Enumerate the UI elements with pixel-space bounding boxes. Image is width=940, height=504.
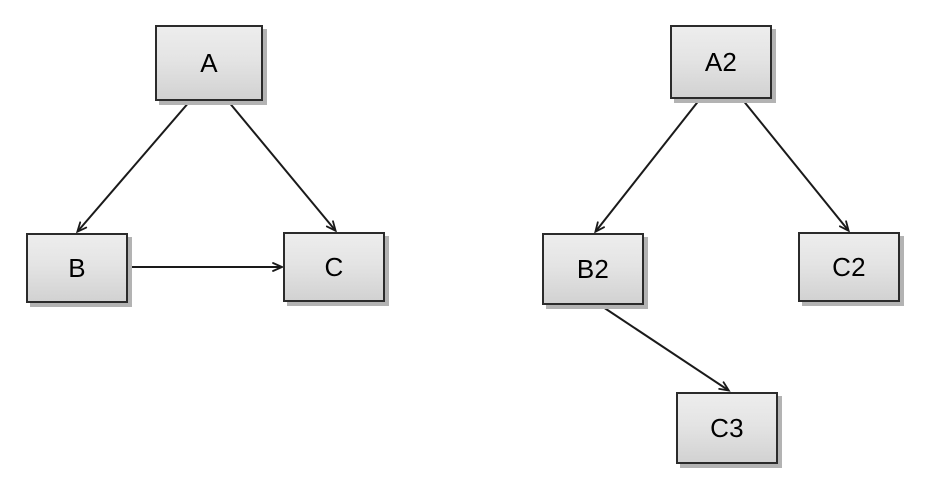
node-c3[interactable]: C3 bbox=[676, 392, 778, 464]
edge-a-to-b[interactable] bbox=[78, 100, 191, 231]
edge-b2-to-c3[interactable] bbox=[599, 304, 728, 390]
node-c[interactable]: C bbox=[283, 232, 385, 302]
edge-a2-to-b2[interactable] bbox=[596, 98, 701, 231]
node-label-b2: B2 bbox=[576, 254, 610, 284]
node-label-c3: C3 bbox=[710, 413, 744, 443]
edge-a2-to-c2[interactable] bbox=[741, 98, 848, 230]
edge-a-to-c[interactable] bbox=[227, 100, 335, 230]
node-label-b: B bbox=[68, 253, 86, 283]
node-label-a2: A2 bbox=[704, 47, 738, 77]
node-label-c2: C2 bbox=[832, 252, 866, 282]
node-label-c: C bbox=[324, 252, 344, 282]
node-a[interactable]: A bbox=[155, 25, 263, 101]
node-c2[interactable]: C2 bbox=[798, 232, 900, 302]
edges-group bbox=[78, 98, 848, 390]
node-label-a: A bbox=[200, 48, 218, 78]
node-b[interactable]: B bbox=[26, 233, 128, 303]
node-a2[interactable]: A2 bbox=[670, 25, 772, 99]
node-b2[interactable]: B2 bbox=[542, 233, 644, 305]
